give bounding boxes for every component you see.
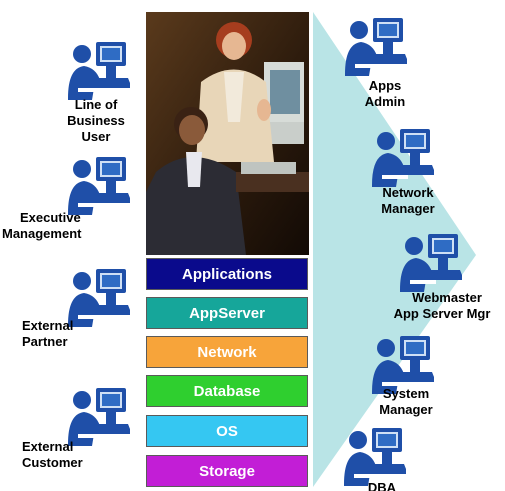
team-photo	[146, 12, 309, 255]
label-network-manager: Network Manager	[381, 185, 435, 216]
label-external-customer: External Customer	[22, 439, 83, 470]
layer-appserver: AppServer	[146, 297, 308, 329]
label-system-manager: System Manager	[379, 386, 433, 417]
label-executive-management: Executive Management	[2, 210, 82, 241]
user-line-of-business-icon	[68, 42, 130, 100]
user-apps-admin-icon	[345, 18, 407, 76]
label-webmaster: Webmaster App Server Mgr	[393, 290, 491, 321]
user-webmaster-icon	[400, 234, 462, 292]
user-system-manager-icon	[372, 336, 434, 394]
label-external-partner: External Partner	[22, 318, 74, 349]
layer-storage: Storage	[146, 455, 308, 487]
layer-database: Database	[146, 375, 308, 407]
user-external-customer-icon	[68, 388, 130, 446]
label-line-of-business: Line of Business User	[67, 97, 125, 144]
label-apps-admin: Apps Admin	[364, 78, 406, 109]
label-dba: DBA	[367, 480, 397, 491]
layer-applications: Applications	[146, 258, 308, 290]
user-executive-icon	[68, 157, 130, 215]
layer-os: OS	[146, 415, 308, 447]
layer-network: Network	[146, 336, 308, 368]
user-dba-icon	[344, 428, 406, 486]
user-network-manager-icon	[372, 129, 434, 187]
flow-arrow-shape	[313, 12, 476, 487]
